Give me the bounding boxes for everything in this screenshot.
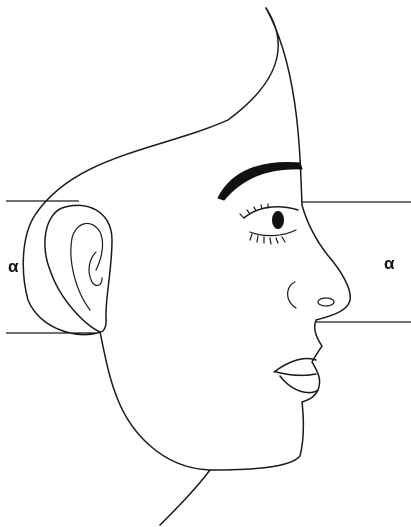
right-angle-label: α (384, 255, 394, 272)
horizontal-guide-lines (6, 201, 411, 333)
ear-outer (45, 205, 112, 332)
upper-eyelid (244, 207, 298, 218)
lower-eyelid (250, 230, 296, 236)
ear-inner-helix (71, 223, 103, 310)
nostril (318, 298, 334, 306)
neck-line (160, 470, 210, 525)
lip-line (276, 372, 316, 375)
face-front-profile (100, 8, 350, 470)
lower-lip (280, 376, 318, 393)
eye (240, 204, 298, 244)
ear-concha (89, 252, 102, 285)
left-angle-label: α (8, 258, 18, 275)
nose-wing (288, 282, 296, 308)
eyebrow (218, 162, 302, 200)
head-back-outline (23, 8, 278, 335)
upper-lip (274, 359, 316, 373)
iris (272, 211, 284, 229)
